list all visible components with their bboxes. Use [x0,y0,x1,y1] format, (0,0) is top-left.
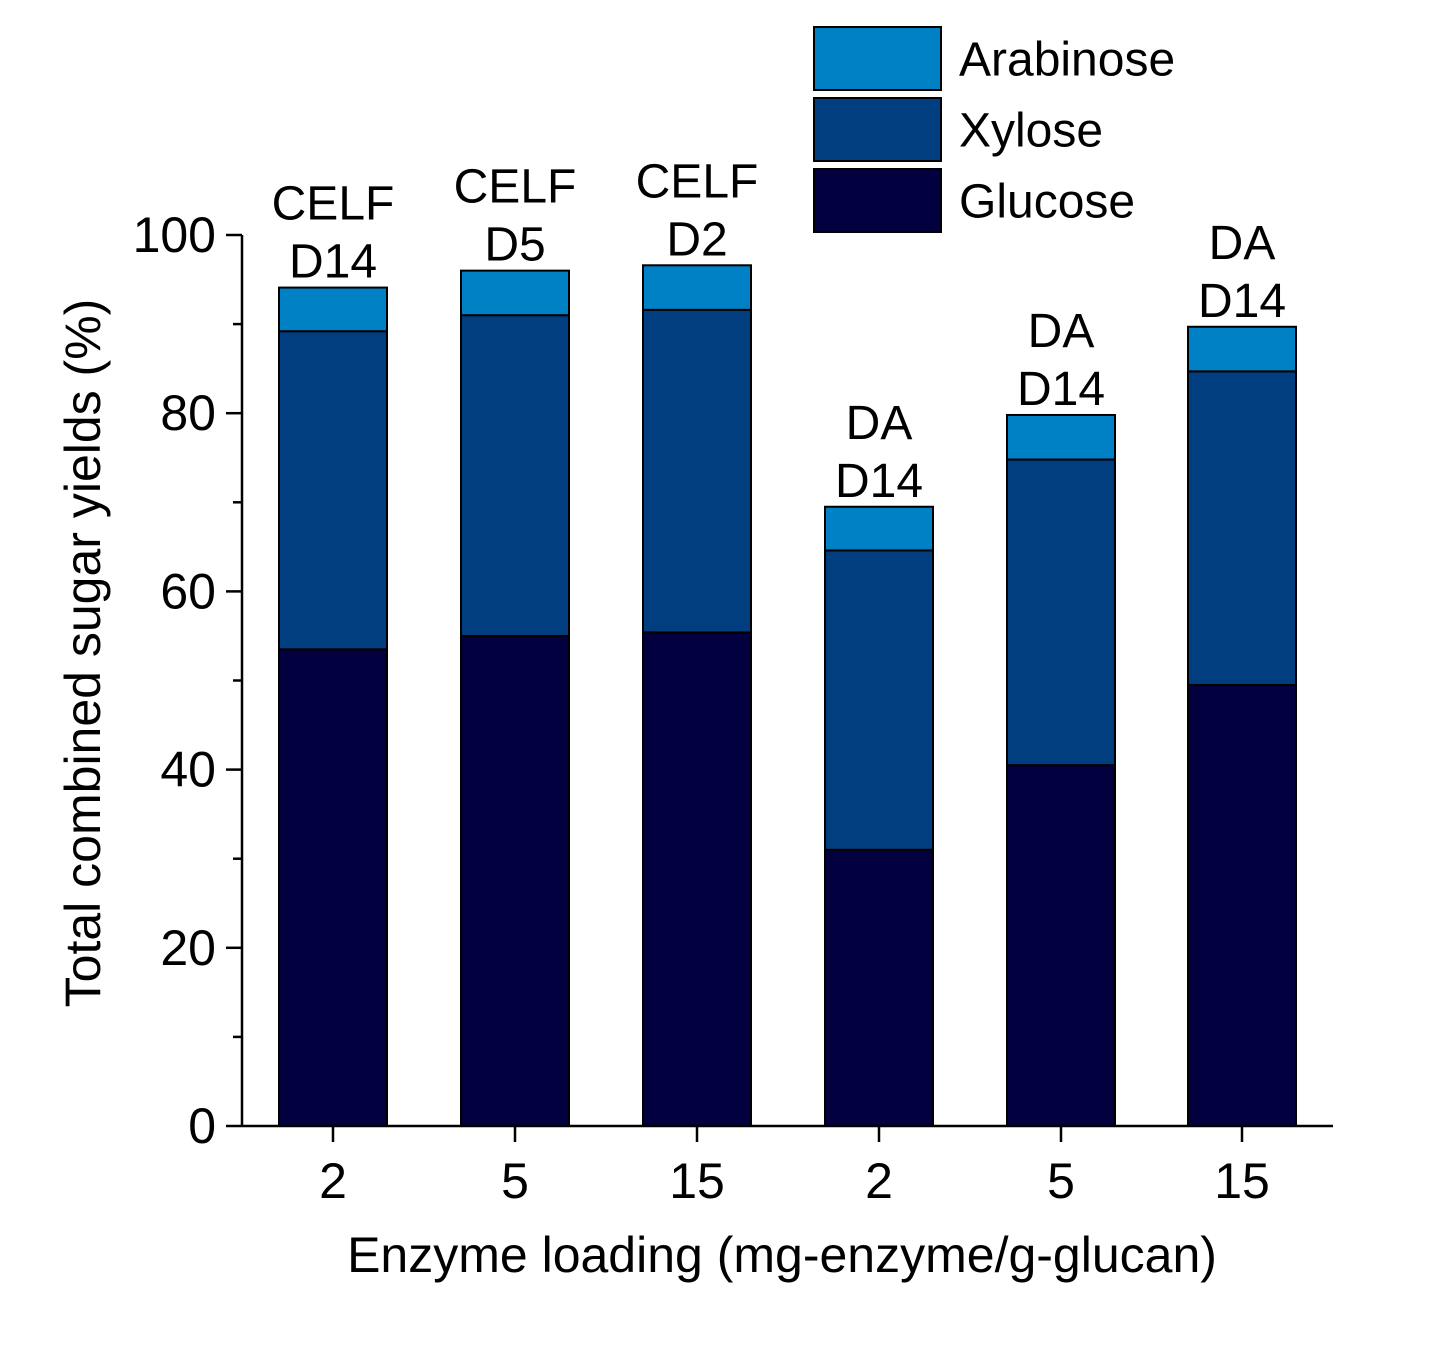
x-tick-label: 15 [1214,1153,1270,1209]
legend-swatch-glucose [813,168,942,233]
bar-annotation-4-line-2: D14 [835,455,923,508]
y-axis-title: Total combined sugar yields (%) [55,299,111,1008]
bar-annotation-3-line-2: D2 [666,213,727,266]
bar-annotation-2-line-2: D5 [484,219,545,272]
legend-label-xylose: Xylose [959,105,1103,158]
bar-annotation-3-line-1: CELF [636,155,759,208]
bar-annotation-2-line-1: CELF [454,161,577,214]
x-tick-label: 2 [319,1153,347,1209]
bar-segment-glucose-6 [1187,683,1297,1128]
bar-segment-arabinose-5 [1006,413,1116,461]
bar-segment-glucose-2 [460,634,570,1127]
bars-layer [278,264,1297,1128]
y-tick-label: 20 [160,920,216,976]
x-tick-label: 2 [865,1153,893,1209]
bar-annotation-5-line-2: D14 [1017,363,1105,416]
x-axis-title: Enzyme loading (mg-enzyme/g-glucan) [347,1227,1217,1283]
bar-segment-glucose-1 [278,648,388,1127]
y-tick-label: 40 [160,742,216,798]
legend-label-arabinose: Arabinose [959,34,1175,87]
bar-annotation-1-line-2: D14 [289,236,377,289]
bar-segment-arabinose-2 [460,269,570,317]
legend-label-glucose: Glucose [959,176,1135,229]
bar-annotation-1-line-1: CELF [272,178,395,231]
bar-segment-glucose-5 [1006,764,1116,1128]
bar-segment-arabinose-3 [642,264,752,311]
bar-segment-glucose-3 [642,631,752,1127]
bar-annotation-4-line-1: DA [846,397,913,450]
bar-segment-xylose-6 [1187,370,1297,686]
bar-annotation-5-line-1: DA [1028,305,1095,358]
bar-segment-xylose-3 [642,308,752,634]
y-tick-label: 0 [188,1098,216,1154]
bar-segment-arabinose-6 [1187,325,1297,373]
y-tick-label: 100 [133,207,216,263]
x-tick-label: 5 [1047,1153,1075,1209]
y-tick-label: 80 [160,385,216,441]
bar-segment-xylose-5 [1006,458,1116,767]
bar-segment-xylose-1 [278,330,388,651]
bar-segment-arabinose-1 [278,286,388,333]
legend-swatch-arabinose [813,26,942,91]
bar-annotation-6-line-1: DA [1209,217,1276,270]
bar-segment-xylose-2 [460,314,570,637]
bar-segment-xylose-4 [824,549,934,851]
x-tick-label: 15 [669,1153,725,1209]
bar-annotation-6-line-2: D14 [1198,275,1286,328]
bar-segment-arabinose-4 [824,505,934,552]
legend-swatch-xylose [813,97,942,162]
x-tick-label: 5 [501,1153,529,1209]
bar-segment-glucose-4 [824,848,934,1127]
y-tick-label: 60 [160,563,216,619]
